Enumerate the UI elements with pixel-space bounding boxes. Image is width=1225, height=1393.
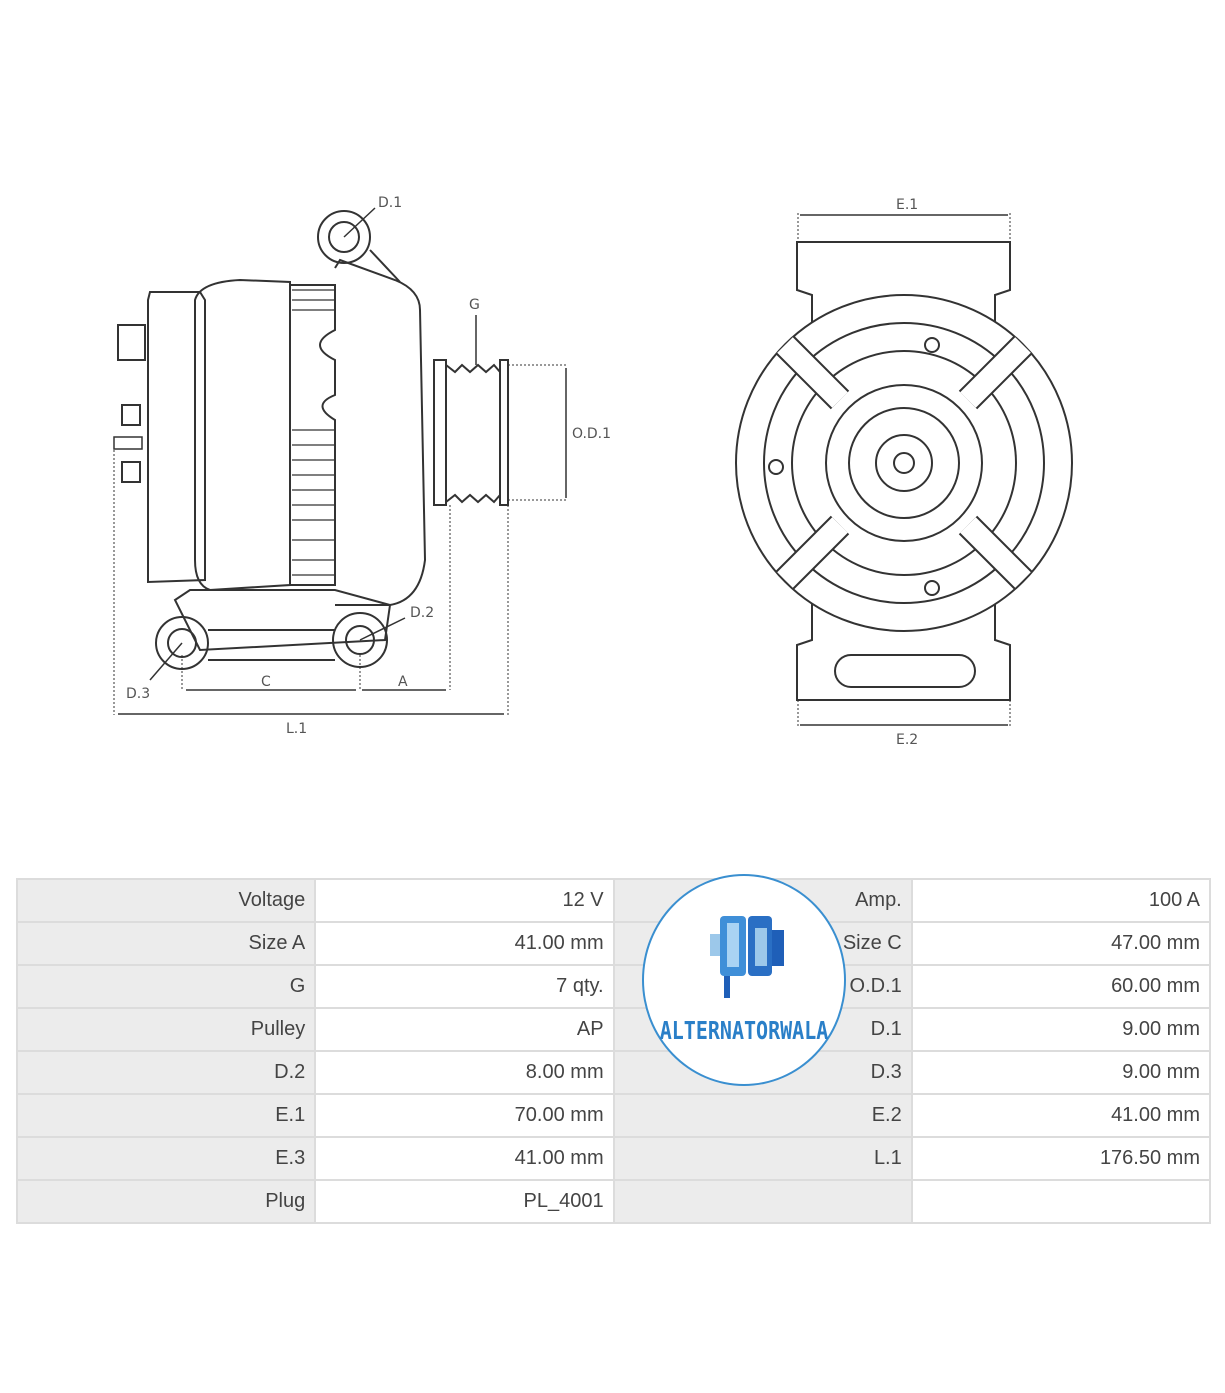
label-e1: E.1 bbox=[896, 197, 918, 213]
front-view: E.1 E.2 bbox=[735, 197, 1073, 748]
spec-label: E.1 bbox=[15, 1093, 317, 1138]
spec-value: 9.00 mm bbox=[910, 1050, 1212, 1095]
spec-value: 176.50 mm bbox=[910, 1136, 1212, 1181]
side-view: D.1 G O.D.1 D.2 D.3 C A L.1 bbox=[113, 195, 611, 737]
spec-value: 41.00 mm bbox=[910, 1093, 1212, 1138]
logo-text: ALTERNATORWALA bbox=[659, 1015, 829, 1045]
label-g: G bbox=[469, 297, 480, 313]
label-e2: E.2 bbox=[896, 732, 918, 748]
spec-label: E.3 bbox=[15, 1136, 317, 1181]
spec-value: 8.00 mm bbox=[314, 1050, 615, 1095]
label-od1: O.D.1 bbox=[572, 426, 611, 442]
label-d1: D.1 bbox=[378, 195, 402, 211]
spec-label: D.2 bbox=[15, 1050, 317, 1095]
label-l1: L.1 bbox=[286, 721, 307, 737]
spec-value: 12 V bbox=[314, 878, 615, 923]
spec-label: Size A bbox=[15, 921, 317, 966]
spec-value: 60.00 mm bbox=[910, 964, 1212, 1009]
spec-value: AP bbox=[314, 1007, 615, 1052]
spec-value bbox=[910, 1179, 1212, 1224]
spec-value: 7 qty. bbox=[314, 964, 615, 1009]
spec-value: 47.00 mm bbox=[910, 921, 1212, 966]
spec-value: PL_4001 bbox=[314, 1179, 615, 1224]
alternatorwala-logo: ALTERNATORWALA bbox=[642, 874, 846, 1086]
spec-value: 70.00 mm bbox=[314, 1093, 615, 1138]
spec-value: 9.00 mm bbox=[910, 1007, 1212, 1052]
spec-label: Pulley bbox=[15, 1007, 317, 1052]
alternator-dimension-drawing: D.1 G O.D.1 D.2 D.3 C A L.1 E.1 E.2 bbox=[113, 195, 1073, 748]
spec-value: 41.00 mm bbox=[314, 921, 615, 966]
label-c: C bbox=[261, 674, 271, 690]
spec-label: Voltage bbox=[15, 878, 317, 923]
spec-label: Plug bbox=[15, 1179, 317, 1224]
label-d3: D.3 bbox=[126, 686, 150, 702]
spec-label: L.1 bbox=[612, 1136, 913, 1181]
label-d2: D.2 bbox=[410, 605, 434, 621]
label-a: A bbox=[398, 674, 408, 690]
spec-label bbox=[612, 1179, 913, 1224]
spec-label: G bbox=[15, 964, 317, 1009]
spec-value: 100 A bbox=[910, 878, 1212, 923]
alternator-logo-icon bbox=[710, 916, 784, 998]
spec-value: 41.00 mm bbox=[314, 1136, 615, 1181]
spec-label: E.2 bbox=[612, 1093, 913, 1138]
